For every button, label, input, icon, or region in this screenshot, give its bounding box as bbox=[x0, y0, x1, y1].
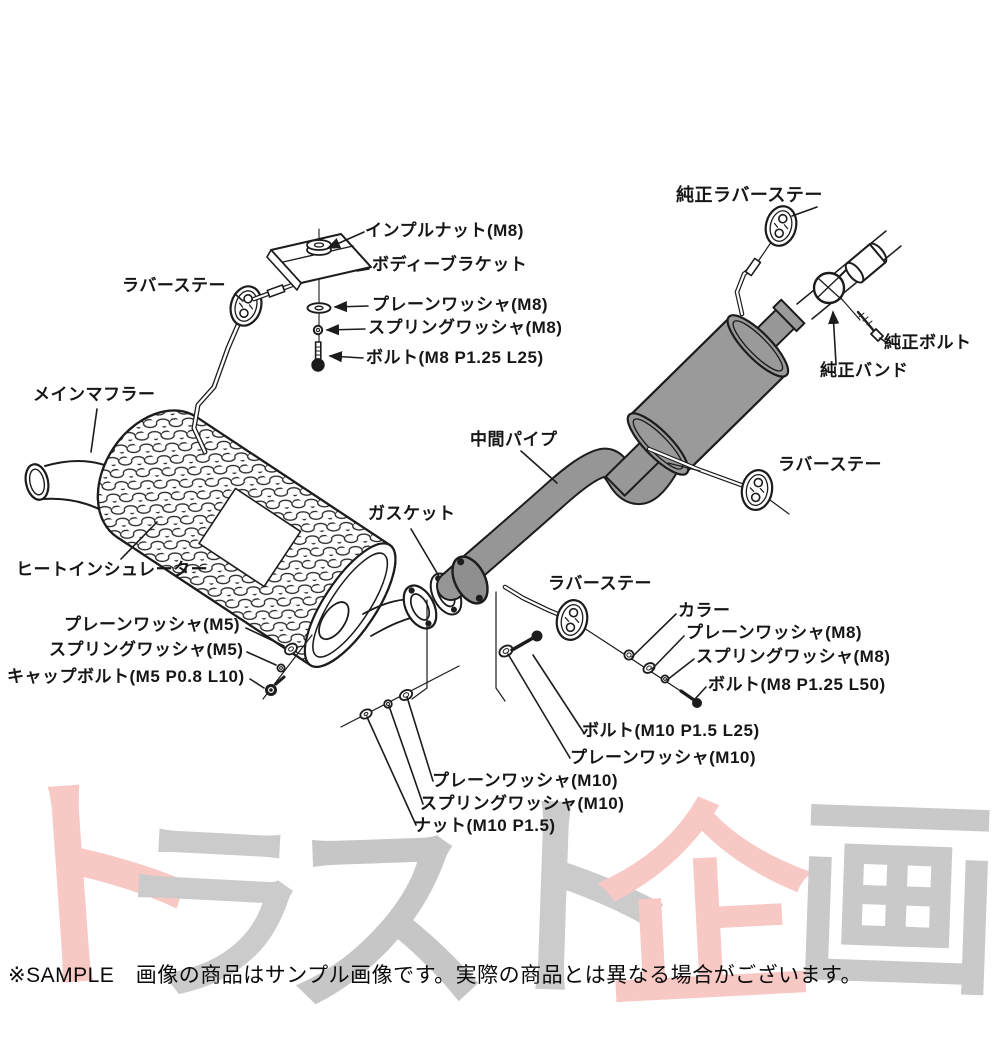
plain-washer-m5-part bbox=[284, 642, 298, 656]
part-label-body-bracket: ボディーブラケット bbox=[372, 255, 528, 274]
part-label-junsei-bolt: 純正ボルト bbox=[884, 333, 972, 352]
part-label-junsei-rubber-stay: 純正ラバーステー bbox=[676, 185, 823, 205]
part-label-junsei-band: 純正バンド bbox=[820, 361, 909, 380]
part-label-nut-m10: ナット(M10 P1.5) bbox=[414, 816, 556, 835]
part-label-plain-washer-m8-lower: プレーンワッシャ(M8) bbox=[686, 623, 863, 642]
impl-nut-part bbox=[306, 239, 332, 256]
plain-washer-m8-part bbox=[306, 302, 332, 314]
part-label-main-muffler: メインマフラー bbox=[33, 385, 156, 404]
part-label-plain-washer-m8-top: プレーンワッシャ(M8) bbox=[372, 295, 549, 314]
part-label-rubber-stay-right: ラバーステー bbox=[778, 455, 882, 474]
part-label-heat-insulator: ヒートインシュレーター bbox=[16, 560, 209, 579]
muffler-inner-pipe bbox=[318, 601, 350, 641]
bolt-m10-part bbox=[510, 630, 543, 652]
part-label-impl-nut: インプルナット(M8) bbox=[365, 221, 524, 240]
part-label-cap-bolt-m5: キャップボルト(M5 P0.8 L10) bbox=[7, 667, 245, 686]
main-muffler bbox=[96, 409, 397, 668]
part-label-spring-washer-m10: スプリングワッシャ(M10) bbox=[420, 794, 625, 813]
bolt-m8-l25-part bbox=[311, 341, 325, 372]
part-label-plain-washer-m5: プレーンワッシャ(M5) bbox=[64, 615, 241, 634]
cap-bolt-m5-part bbox=[265, 675, 286, 696]
exhaust-diagram bbox=[24, 201, 902, 826]
product-image: ト ラ ス ト 企 画 bbox=[0, 185, 1000, 1047]
plain-washer-m8-lower-part bbox=[642, 662, 656, 674]
clamp-band-part bbox=[812, 269, 861, 321]
rear-muffler-top-hanger bbox=[734, 234, 777, 317]
middle-hanger-rod bbox=[502, 584, 697, 702]
spring-washer-m5-part bbox=[276, 663, 286, 673]
part-label-spring-washer-m8-top: スプリングワッシャ(M8) bbox=[368, 318, 563, 337]
part-label-collar: カラー bbox=[678, 601, 731, 620]
part-label-rubber-stay-middle: ラバーステー bbox=[548, 574, 652, 593]
part-label-bolt-m10-l25: ボルト(M10 P1.5 L25) bbox=[582, 721, 760, 740]
plain-washer-m10-right-part bbox=[498, 644, 514, 658]
sample-disclaimer: ※SAMPLE 画像の商品はサンプル画像です。実際の商品とは異なる場合がございま… bbox=[8, 964, 862, 987]
main-muffler-hanger-rod bbox=[191, 315, 244, 455]
body-bracket bbox=[266, 228, 372, 345]
part-label-plain-washer-m10-left: プレーンワッシャ(M10) bbox=[432, 771, 619, 790]
part-label-bolt-m8-l50: ボルト(M8 P1.25 L50) bbox=[708, 675, 886, 694]
stock-pipe-stub bbox=[844, 242, 888, 284]
part-label-spring-washer-m5: スプリングワッシャ(M5) bbox=[49, 640, 244, 659]
spring-washer-m8-lower-part bbox=[660, 674, 670, 684]
part-labels: 純正ラバーステー インプルナット(M8) ボディーブラケット ラバーステー プレ… bbox=[7, 185, 972, 835]
middle-pipe-flange bbox=[451, 555, 489, 605]
part-label-bolt-m8-l25: ボルト(M8 P1.25 L25) bbox=[366, 348, 544, 367]
spring-washer-m8-part bbox=[312, 324, 324, 336]
heat-shield-window bbox=[198, 487, 302, 588]
part-label-spring-washer-m8-lower: スプリングワッシャ(M8) bbox=[696, 647, 891, 666]
part-label-gasket: ガスケット bbox=[368, 504, 456, 523]
middle-pipe bbox=[436, 426, 691, 601]
bolt-m8-l50-part bbox=[679, 689, 702, 708]
spring-washer-m10-part bbox=[383, 699, 393, 709]
leader-lines bbox=[90, 206, 888, 826]
rear-muffler-bottom-hanger bbox=[646, 446, 790, 515]
m5-hardware bbox=[262, 634, 313, 700]
part-label-plain-washer-m10-right: プレーンワッシャ(M10) bbox=[570, 748, 757, 767]
part-label-rubber-stay-top-left: ラバーステー bbox=[122, 276, 226, 295]
flange-muffler-side bbox=[402, 584, 438, 630]
part-label-middle-pipe: 中間パイプ bbox=[470, 430, 558, 449]
